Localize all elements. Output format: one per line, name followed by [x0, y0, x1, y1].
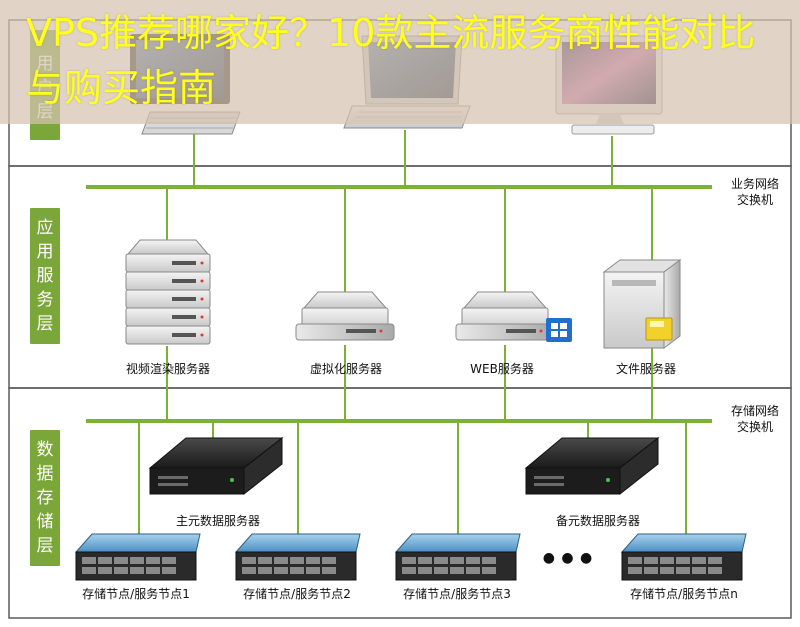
layer-tab-char: 层: [36, 536, 54, 556]
layer-tab-data: 数 据 存 储 层: [30, 430, 60, 566]
layer-tab-char: 据: [36, 464, 54, 484]
primary-metadata-server-label: 主元数据服务器: [175, 514, 261, 528]
storage-switch-label: 存储网络交换机: [730, 404, 779, 434]
layer-tab-char: 存: [36, 488, 54, 508]
layer-tab-char: 层: [36, 314, 54, 334]
layer-tab-char: 应: [36, 218, 54, 238]
backup-metadata-server-label: 备元数据服务器: [555, 514, 641, 528]
backup-metadata-server-icon: [524, 436, 660, 496]
web-server-label: WEB服务器: [470, 362, 534, 376]
layer-tab-char: 服: [36, 266, 54, 286]
storage-node-2-icon: [234, 533, 361, 581]
file-server-icon: [602, 259, 682, 349]
business-switch-label: 业务网络交换机: [730, 177, 779, 207]
layer-tab-char: 储: [36, 512, 54, 532]
storage-node-3-label: 存储节点/服务节点3: [403, 587, 511, 601]
web-server-icon: [455, 291, 572, 342]
render-server-icon: [125, 239, 211, 345]
layer-tab-app: 应 用 服 务 层: [30, 208, 60, 344]
title-banner: [0, 0, 800, 124]
storage-node-3-icon: [394, 533, 521, 581]
windows-logo-icon: [546, 318, 572, 342]
file-server-label: 文件服务器: [615, 362, 677, 376]
layer-tab-char: 数: [36, 440, 54, 460]
storage-node-2-label: 存储节点/服务节点2: [243, 587, 351, 601]
layer-tab-char: 务: [36, 290, 54, 310]
ellipsis-dots: ● ● ●: [542, 550, 594, 566]
page-title: VPS推荐哪家好？10款主流服务商性能对比与购买指南: [26, 11, 756, 110]
storage-node-n-label: 存储节点/服务节点n: [630, 587, 738, 601]
layer-tab-char: 用: [36, 242, 54, 262]
storage-node-1-icon: [74, 533, 201, 581]
data-layer-frame: [8, 387, 792, 619]
storage-node-n-icon: [620, 533, 747, 581]
virtual-server-icon: [295, 291, 395, 341]
render-server-label: 视频渲染服务器: [125, 362, 211, 376]
virtual-server-label: 虚拟化服务器: [309, 362, 383, 376]
primary-metadata-server-icon: [148, 436, 284, 496]
storage-node-1-label: 存储节点/服务节点1: [82, 587, 190, 601]
